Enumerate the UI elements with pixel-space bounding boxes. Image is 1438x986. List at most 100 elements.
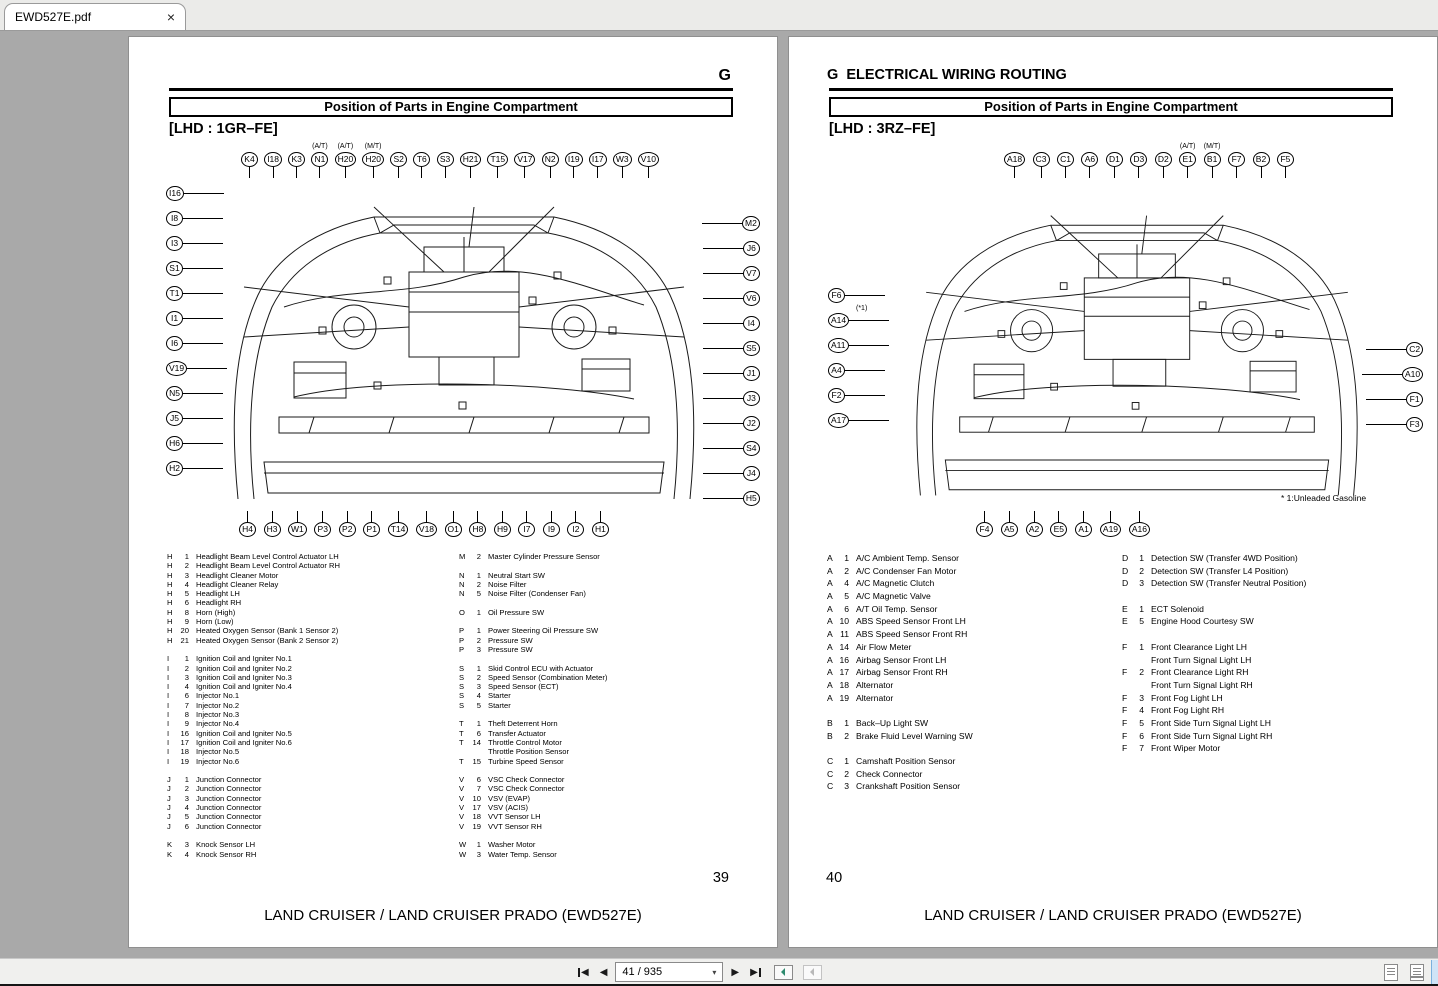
part-name: Neutral Start SW [488, 570, 545, 580]
part-letter: A [827, 629, 833, 640]
part-name: Front Turn Signal Light LH [1151, 654, 1252, 665]
part-number: 3 [184, 793, 189, 803]
callout-label: V19 [166, 361, 188, 376]
callout-label: I9 [542, 522, 560, 537]
callout: M2 [702, 216, 760, 231]
part-number: 3 [1139, 692, 1144, 703]
page-number-combo[interactable]: 41 / 935 ▾ [615, 962, 724, 982]
callout: O1 [444, 511, 462, 537]
callout: A10 [1362, 367, 1424, 382]
callout-label: T6 [413, 152, 431, 167]
part-name: Airbag Sensor Front LH [856, 654, 947, 665]
part-number [1131, 590, 1144, 603]
part-letter [459, 654, 468, 663]
part-name: Check Connector [856, 768, 923, 779]
part-letter: F [1122, 641, 1128, 652]
part-letter: E [1122, 616, 1128, 627]
triangle-left-icon: ◀ [581, 966, 589, 978]
part-number [176, 645, 189, 654]
callout-label: H1 [591, 522, 609, 537]
parts-row: F 7 Front Wiper Motor [1122, 742, 1306, 755]
parts-row: C 3 Crankshaft Position Sensor [827, 780, 973, 793]
document-tab[interactable]: EWD527E.pdf × [4, 3, 186, 30]
parts-row: V 17 VSV (ACIS) [459, 803, 607, 812]
callout: S3 [436, 143, 454, 178]
parts-row: V 19 VVT Sensor RH [459, 822, 607, 831]
next-page-button[interactable]: ▶ [728, 965, 742, 980]
part-name: A/T Oil Temp. Sensor [856, 603, 938, 614]
callout: V17 [514, 143, 536, 178]
part-letter: P [459, 635, 465, 645]
engine-diagram [916, 215, 1358, 496]
callout-label: K4 [241, 152, 258, 167]
parts-row: A 14 Air Flow Meter [827, 641, 973, 654]
previous-view-button[interactable] [773, 964, 793, 980]
next-view-button[interactable] [802, 964, 822, 980]
callout: H21 [459, 143, 482, 178]
callout-label: F1 [1406, 392, 1424, 407]
continuous-view-icon[interactable] [1410, 963, 1424, 981]
single-page-view-icon[interactable] [1384, 963, 1398, 981]
callout-column-right: M2 J6 V7 V6 I4 [702, 216, 760, 506]
part-letter: I [167, 654, 170, 664]
part-number [176, 766, 189, 775]
part-letter: I [167, 682, 170, 692]
callout-label: V7 [742, 266, 760, 281]
part-number: 2 [1139, 667, 1144, 678]
part-letter: H [167, 598, 173, 608]
parts-row: H 2 Headlight Beam Level Control Actuato… [167, 561, 340, 570]
part-letter: S [459, 691, 465, 701]
part-number: 5 [476, 589, 481, 599]
parts-row: S 3 Speed Sensor (ECT) [459, 682, 607, 691]
callout-label: J4 [742, 466, 760, 481]
active-tool-indicator[interactable] [1431, 960, 1438, 984]
first-page-button[interactable]: ◀ [575, 965, 592, 980]
part-name: Noise Filter [488, 579, 527, 589]
callout-label: V10 [637, 152, 659, 167]
parts-row [459, 831, 607, 840]
parts-row [459, 766, 607, 775]
parts-row: I 16 Ignition Coil and Igniter No.5 [167, 729, 340, 738]
parts-list-column-1: H 1 Headlight Beam Level Control Actuato… [167, 552, 340, 859]
part-number [468, 598, 481, 607]
parts-row [1122, 628, 1306, 641]
part-name: Knock Sensor LH [196, 840, 256, 850]
part-number: 4 [476, 691, 481, 701]
callout-label: I19 [564, 152, 583, 167]
callout-note: (M/T) [364, 143, 382, 150]
part-number: 4 [1139, 705, 1144, 716]
close-icon[interactable]: × [166, 9, 175, 25]
part-name: Detection SW (Transfer 4WD Position) [1151, 553, 1298, 563]
callout: P3 [314, 511, 332, 537]
callout: I1 [166, 311, 227, 326]
part-number: 6 [1139, 730, 1144, 741]
last-page-button[interactable]: ▶ [747, 965, 764, 980]
callout-label: A17 [828, 413, 850, 428]
part-letter [459, 561, 468, 570]
parts-row: A 11 ABS Speed Sensor Front RH [827, 628, 973, 641]
callout-label: T15 [487, 152, 509, 167]
part-name: Headlight Beam Level Control Actuator LH [196, 552, 339, 561]
part-number: 2 [844, 768, 849, 779]
part-number: 2 [184, 663, 189, 673]
callout: T6 [413, 143, 431, 178]
part-name: Heated Oxygen Sensor (Bank 2 Sensor 2) [196, 635, 339, 645]
part-name: Alternator [856, 679, 894, 690]
prev-page-button[interactable]: ◀ [597, 965, 611, 980]
part-name: A/C Ambient Temp. Sensor [856, 553, 960, 563]
part-name: VVT Sensor RH [488, 821, 542, 831]
parts-row: P 2 Pressure SW [459, 636, 607, 645]
callout: (M/T) B1 [1203, 143, 1221, 178]
parts-row [827, 742, 973, 755]
part-number: 7 [184, 700, 189, 710]
part-letter [827, 704, 836, 717]
parts-row: A 19 Alternator [827, 692, 973, 705]
part-number: 11 [840, 629, 849, 640]
callout: H6 [166, 436, 227, 451]
part-number: 3 [844, 781, 849, 792]
part-name: Headlight LH [196, 589, 240, 599]
callout: F7 [1228, 143, 1246, 178]
parts-row: W 3 Water Temp. Sensor [459, 850, 607, 859]
callout: V10 [637, 143, 659, 178]
part-letter: C [827, 756, 834, 766]
